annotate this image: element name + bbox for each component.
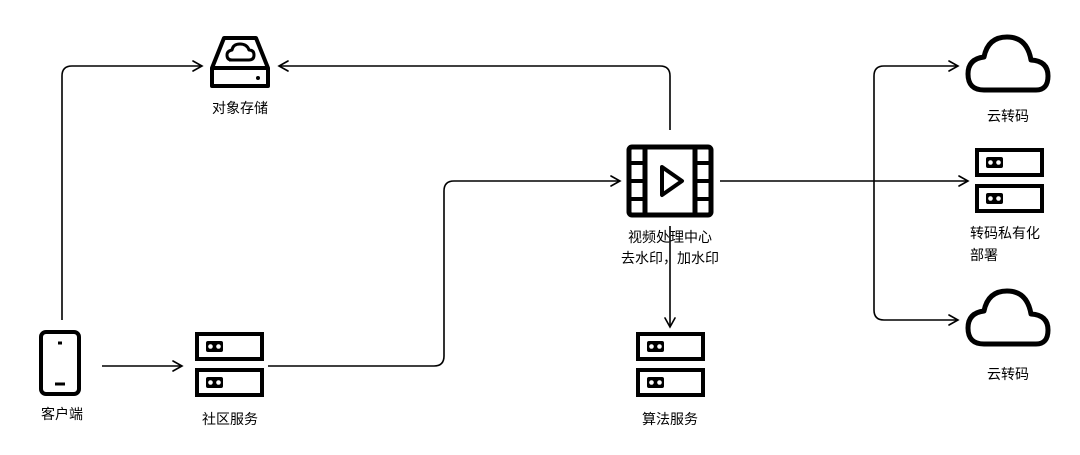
edge-community-service-to-video-center: [268, 175, 622, 367]
private-transcode-label-line1: 转码私有化: [970, 226, 1040, 242]
edge-video-center-to-cloud-transcode-1: [873, 60, 960, 181]
edge-video-center-to-cloud-transcode-2: [873, 181, 960, 326]
video-center-label-line1: 视频处理中心: [628, 230, 712, 246]
private-transcode-label-line2: 部署: [970, 248, 998, 264]
server-icon: [636, 332, 705, 397]
cloud-storage-drive-icon: [210, 36, 270, 88]
cloud-transcode-1-label: 云转码: [987, 109, 1029, 125]
cloud-icon: [965, 288, 1051, 347]
client-label: 客户端: [41, 407, 83, 423]
algorithm-service-label: 算法服务: [642, 412, 698, 428]
cloud-icon: [965, 34, 1051, 93]
mobile-phone-icon: [39, 330, 81, 396]
cloud-transcode-2-label: 云转码: [987, 367, 1029, 383]
server-icon: [195, 332, 264, 397]
video-center-label-line2: 去水印，加水印: [621, 251, 719, 267]
edge-client-to-object-storage: [61, 60, 204, 320]
community-service-label: 社区服务: [202, 412, 258, 428]
edge-video-center-to-object-storage: [277, 60, 671, 130]
server-icon: [975, 148, 1044, 213]
object-storage-label: 对象存储: [212, 101, 268, 117]
video-play-icon: [626, 144, 714, 218]
